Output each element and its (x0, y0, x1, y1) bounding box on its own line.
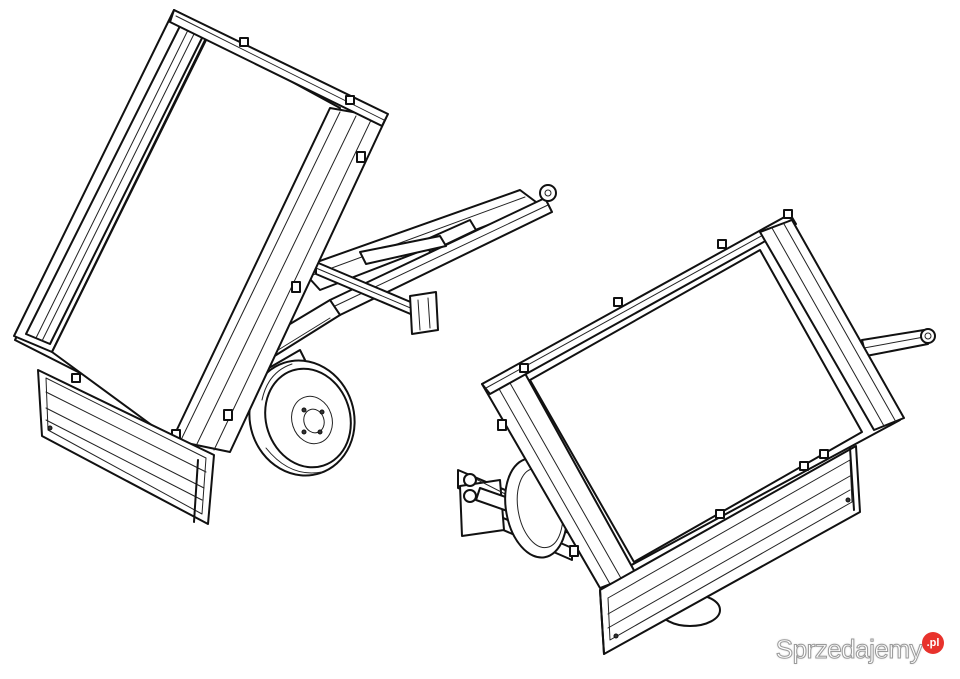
left-tailgate (37, 369, 215, 525)
right-trailer (457, 209, 936, 655)
right-drawbar (861, 328, 936, 357)
watermark-badge: .pl (922, 631, 944, 654)
left-drawbar (299, 184, 557, 335)
watermark-text: Sprzedajemy (775, 634, 923, 665)
right-tipper-box (481, 209, 905, 589)
watermark-logo: Sprzedajemy .pl (775, 631, 944, 665)
right-side-board (599, 445, 861, 655)
left-trailer (13, 9, 557, 525)
left-wheel (248, 359, 356, 477)
left-tipper-box (13, 9, 389, 453)
